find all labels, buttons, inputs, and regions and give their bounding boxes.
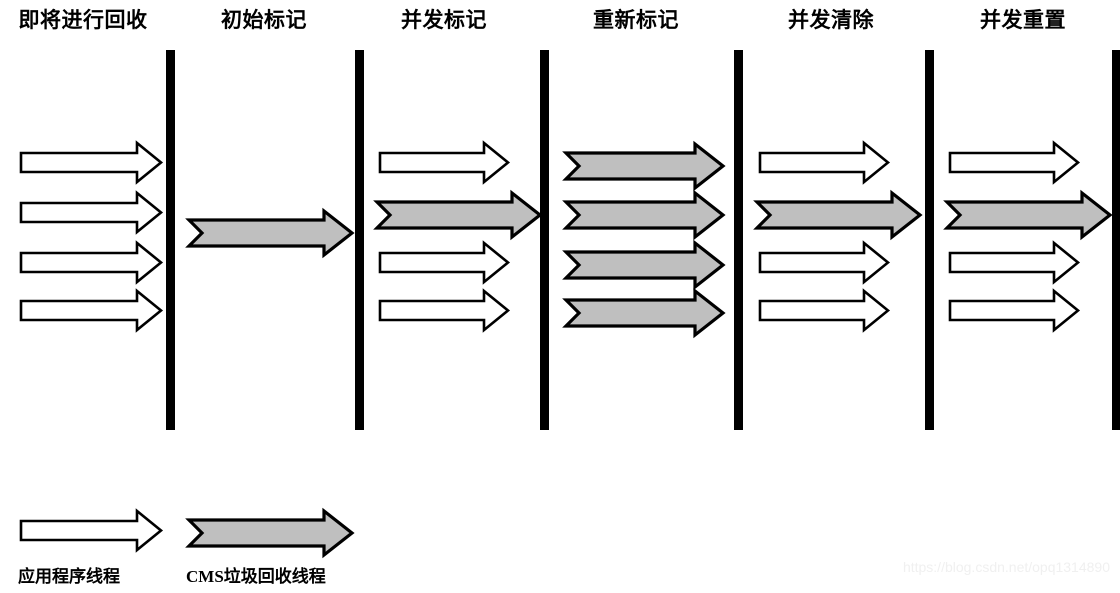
cms-thread-arrow-p4-2 bbox=[562, 189, 726, 241]
app-thread-arrow-shape bbox=[758, 288, 891, 333]
app-thread-arrow-shape bbox=[19, 240, 164, 285]
cms-thread-arrow-shape bbox=[753, 189, 923, 241]
cms-thread-arrow-shape bbox=[562, 189, 726, 241]
app-thread-arrow-p5-1 bbox=[758, 140, 891, 185]
app-thread-arrow-shape bbox=[758, 240, 891, 285]
safepoint-bar-2 bbox=[355, 50, 364, 430]
app-thread-arrow-p1-1 bbox=[19, 140, 164, 185]
app-thread-arrow-shape bbox=[378, 140, 511, 185]
phase-label-1: 即将进行回收 bbox=[18, 8, 148, 32]
app-thread-arrow-p3-4 bbox=[378, 288, 511, 333]
cms-thread-arrow-p6-2 bbox=[943, 189, 1113, 241]
legend-cms-thread-arrow bbox=[185, 507, 355, 559]
app-thread-arrow-p6-4 bbox=[948, 288, 1081, 333]
app-thread-arrow-shape bbox=[758, 140, 891, 185]
app-thread-arrow-p5-3 bbox=[758, 240, 891, 285]
app-thread-arrow-shape bbox=[378, 288, 511, 333]
app-thread-arrow-shape bbox=[19, 288, 164, 333]
cms-thread-arrow-shape bbox=[185, 207, 355, 259]
cms-thread-arrow-shape bbox=[185, 507, 355, 559]
cms-thread-arrow-shape bbox=[943, 189, 1113, 241]
cms-thread-arrow-p3-2 bbox=[373, 189, 543, 241]
app-thread-arrow-p1-3 bbox=[19, 240, 164, 285]
watermark: https://blog.csdn.net/opq1314890 bbox=[902, 559, 1110, 575]
cms-thread-arrow-p2-1 bbox=[185, 207, 355, 259]
cms-thread-arrow-shape bbox=[562, 140, 726, 192]
app-thread-arrow-shape bbox=[19, 190, 164, 235]
phase-label-4: 重新标记 bbox=[593, 8, 679, 32]
safepoint-bar-3 bbox=[540, 50, 549, 430]
safepoint-bar-6 bbox=[1112, 50, 1120, 430]
safepoint-bar-1 bbox=[166, 50, 175, 430]
cms-thread-arrow-p4-1 bbox=[562, 140, 726, 192]
cms-thread-arrow-p4-3 bbox=[562, 239, 726, 291]
app-thread-arrow-p6-1 bbox=[948, 140, 1081, 185]
cms-thread-arrow-p4-4 bbox=[562, 287, 726, 339]
app-thread-arrow-p1-4 bbox=[19, 288, 164, 333]
phase-label-5: 并发清除 bbox=[788, 8, 874, 32]
app-thread-arrow-p3-1 bbox=[378, 140, 511, 185]
phase-label-6: 并发重置 bbox=[980, 8, 1066, 32]
app-thread-arrow-p6-3 bbox=[948, 240, 1081, 285]
safepoint-bar-4 bbox=[734, 50, 743, 430]
legend-app-thread-arrow bbox=[19, 508, 164, 553]
legend-app-thread-label: 应用程序线程 bbox=[18, 567, 120, 586]
app-thread-arrow-shape bbox=[378, 240, 511, 285]
cms-thread-arrow-p5-2 bbox=[753, 189, 923, 241]
app-thread-arrow-shape bbox=[948, 288, 1081, 333]
phase-label-3: 并发标记 bbox=[401, 8, 487, 32]
app-thread-arrow-p3-3 bbox=[378, 240, 511, 285]
app-thread-arrow-p5-4 bbox=[758, 288, 891, 333]
app-thread-arrow-shape bbox=[948, 140, 1081, 185]
cms-thread-arrow-shape bbox=[373, 189, 543, 241]
app-thread-arrow-shape bbox=[19, 508, 164, 553]
app-thread-arrow-p1-2 bbox=[19, 190, 164, 235]
app-thread-arrow-shape bbox=[948, 240, 1081, 285]
phase-label-2: 初始标记 bbox=[221, 8, 307, 32]
safepoint-bar-5 bbox=[925, 50, 934, 430]
cms-thread-arrow-shape bbox=[562, 287, 726, 339]
legend-cms-thread-label: CMS垃圾回收线程 bbox=[186, 567, 326, 586]
cms-thread-arrow-shape bbox=[562, 239, 726, 291]
app-thread-arrow-shape bbox=[19, 140, 164, 185]
